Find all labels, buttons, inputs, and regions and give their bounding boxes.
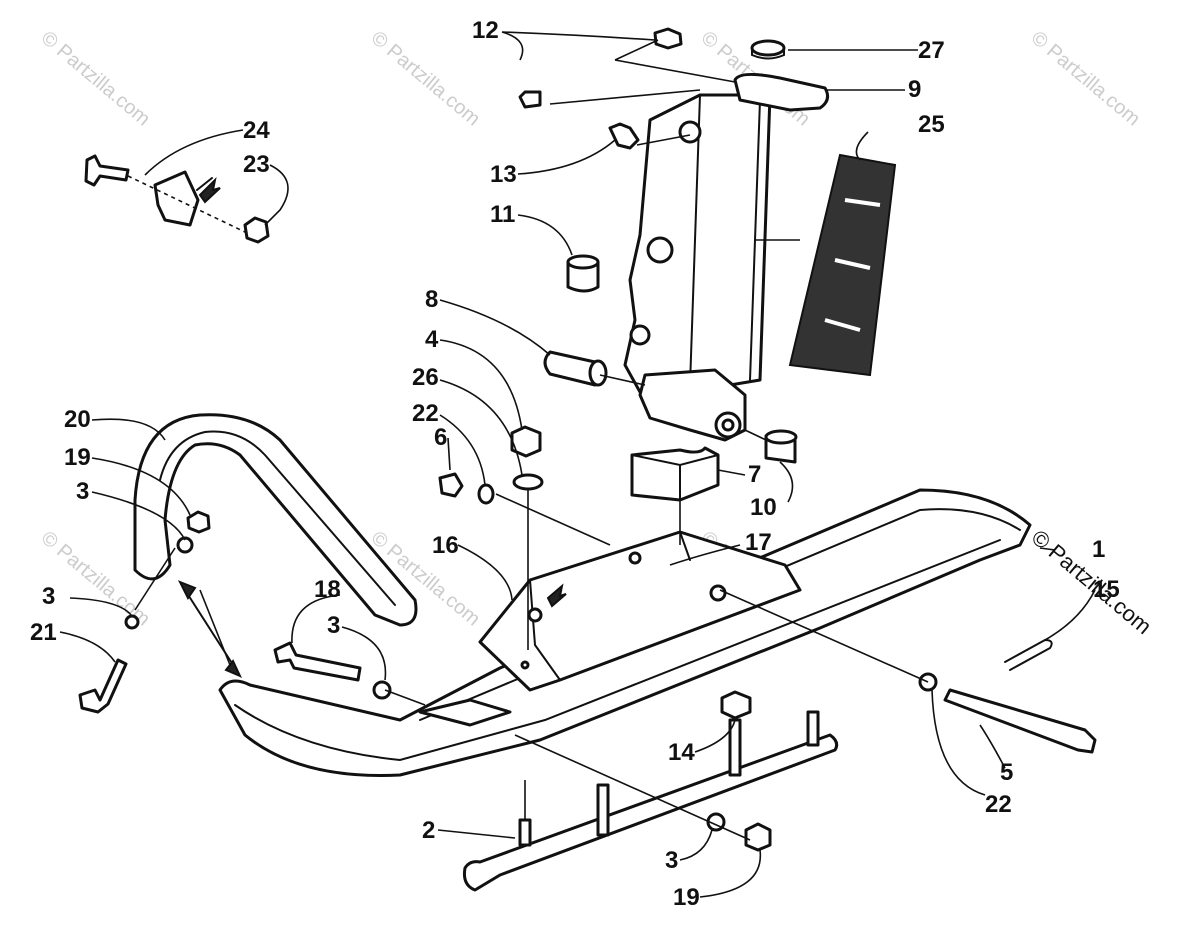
wear-rod [463, 690, 839, 892]
callout-5: 5 [1000, 759, 1013, 786]
spindle-tube [623, 93, 772, 394]
callout-22-bottom: 22 [985, 791, 1012, 818]
steering-arm [733, 73, 830, 112]
callout-7: 7 [748, 461, 761, 488]
arrow-saddle [546, 583, 567, 608]
callout-labels: 12 27 9 24 25 23 13 11 8 4 26 22 20 6 7 … [30, 17, 1120, 911]
watermark-top-right: © Partzilla.com [1027, 27, 1144, 130]
callout-4: 4 [425, 326, 439, 353]
bolt-12b [518, 90, 542, 109]
spindle-assembly [623, 39, 830, 442]
callout-1: 1 [1092, 536, 1105, 563]
callout-13: 13 [490, 161, 517, 188]
watermark-top-left: © Partzilla.com [37, 27, 154, 130]
stud-d [806, 710, 820, 747]
guide-lines [134, 39, 929, 841]
callout-6: 6 [434, 424, 447, 451]
callout-11: 11 [490, 201, 515, 228]
callout-21: 21 [30, 619, 57, 646]
watermark-top-center-left: © Partzilla.com [367, 27, 484, 130]
callout-leaders [59, 31, 1096, 898]
callout-20: 20 [64, 406, 91, 433]
callout-8: 8 [425, 286, 438, 313]
bolt-21 [78, 658, 128, 714]
washer-3-mid [372, 680, 392, 700]
stud-c [728, 718, 742, 777]
nut-12a [653, 27, 683, 50]
arrow-bracket [198, 176, 221, 204]
callout-16: 16 [432, 532, 459, 559]
nut-23 [243, 216, 270, 244]
nut-14 [720, 690, 752, 720]
callout-24: 24 [243, 117, 270, 144]
callout-19-bottom: 19 [673, 884, 700, 911]
bolt-24 [84, 154, 130, 187]
bolt-6 [438, 472, 464, 498]
callout-22-top: 22 [412, 400, 439, 427]
callout-9: 9 [908, 76, 921, 103]
bracket-24 [153, 170, 200, 227]
callout-26: 26 [412, 364, 439, 391]
nut-4 [510, 425, 542, 458]
callout-2: 2 [422, 817, 435, 844]
callout-25: 25 [918, 111, 945, 138]
bolt-18 [273, 641, 362, 682]
callout-14: 14 [668, 739, 695, 766]
callout-10: 10 [750, 494, 777, 521]
spindle-cap [750, 39, 786, 57]
bolt-5 [943, 688, 1097, 754]
callout-3-bottom: 3 [665, 847, 678, 874]
bracket-assembly-24 [84, 154, 270, 244]
callout-23: 23 [243, 151, 270, 178]
grease-fitting-13 [608, 122, 640, 150]
callout-15: 15 [1093, 576, 1120, 603]
callout-19-top: 19 [64, 444, 91, 471]
washer-26 [512, 473, 544, 491]
saddle [478, 530, 802, 692]
cotter-pin-15 [1004, 638, 1053, 671]
stud-a [518, 818, 532, 847]
callout-3-mid: 3 [327, 612, 340, 639]
damper-block [630, 446, 720, 502]
washer-22a [477, 483, 495, 505]
washer-3-top [176, 536, 194, 554]
callout-27: 27 [918, 37, 945, 64]
callout-3-left: 3 [42, 583, 55, 610]
nut-19-bottom [744, 822, 772, 852]
nut-19-top [186, 510, 211, 534]
callout-17: 17 [745, 529, 772, 556]
callout-18: 18 [314, 576, 341, 603]
callout-12: 12 [472, 17, 499, 44]
stud-b [596, 783, 610, 837]
ski-handle [133, 413, 418, 627]
washer-3-left [124, 614, 140, 630]
callout-3-top: 3 [76, 478, 89, 505]
arrow-20-to-ski [184, 589, 236, 669]
decal [788, 153, 897, 377]
hardware-top [518, 27, 798, 464]
